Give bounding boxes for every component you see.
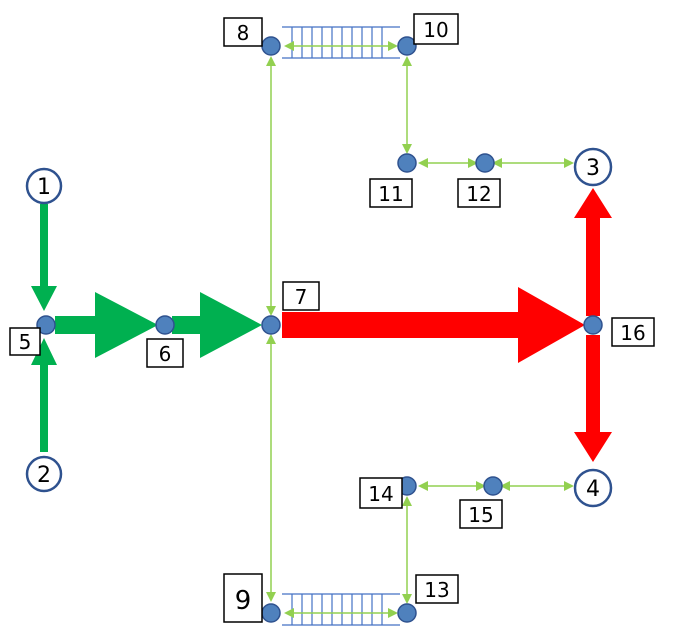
terminal-label: 2	[37, 463, 51, 488]
svg-text:10: 10	[423, 18, 448, 42]
svg-text:12: 12	[466, 182, 491, 206]
green-flows	[31, 204, 262, 452]
node-12-dot	[475, 153, 495, 173]
node-8-label: 8	[223, 17, 263, 47]
node-15-dot	[483, 476, 503, 496]
node-9-dot	[261, 603, 281, 623]
arrowhead	[266, 56, 276, 66]
arrowhead	[402, 496, 412, 506]
terminal-circle	[573, 147, 613, 187]
svg-text:15: 15	[468, 503, 493, 527]
svg-text:7: 7	[295, 285, 308, 309]
flow-16-3-arrow	[574, 188, 612, 316]
node-13-label: 13	[415, 574, 459, 604]
terminal-2: 2	[25, 455, 63, 493]
svg-text:6: 6	[159, 342, 172, 366]
node-6-dot	[155, 315, 175, 335]
svg-text:14: 14	[368, 482, 393, 506]
terminal-1: 1	[25, 167, 63, 205]
pipe-9-13	[282, 593, 400, 626]
node-8-dot	[261, 36, 281, 56]
node-11-label: 11	[369, 178, 413, 208]
node-6-label: 6	[146, 338, 184, 368]
arrowhead	[266, 334, 276, 344]
terminal-circle	[25, 167, 63, 205]
node-11-dot	[397, 153, 417, 173]
svg-text:8: 8	[237, 21, 250, 45]
node-16-label: 16	[611, 317, 655, 347]
terminal-label: 4	[586, 477, 600, 502]
flow-6-7-arrow	[172, 292, 262, 358]
terminal-4: 4	[573, 468, 613, 508]
node-13-dot	[397, 603, 417, 623]
node-10-label: 10	[413, 13, 459, 45]
pipe-ribs	[291, 27, 383, 58]
pipe-link-9-13	[284, 608, 398, 618]
node-5-dot	[36, 315, 56, 335]
terminal-circle	[25, 455, 63, 493]
arrowhead	[564, 481, 574, 491]
arrowhead	[468, 158, 478, 168]
arrowhead	[476, 481, 486, 491]
arrowhead	[284, 41, 294, 51]
flow-2-5-arrow	[31, 338, 57, 452]
node-9-label: 9	[223, 573, 263, 623]
arrowhead	[266, 592, 276, 602]
flow-7-16-arrow	[282, 287, 585, 363]
arrowhead	[402, 144, 412, 154]
node-14-label: 14	[359, 477, 403, 509]
arrowhead	[418, 481, 428, 491]
pipe-8-10	[282, 26, 400, 59]
arrowhead	[388, 608, 398, 618]
terminal-circle	[573, 468, 613, 508]
svg-text:11: 11	[378, 182, 403, 206]
flow-16-4-arrow	[574, 335, 612, 462]
arrowhead	[492, 158, 502, 168]
pipe-link-8-10	[284, 41, 398, 51]
node-15-label: 15	[459, 499, 503, 529]
node-7-label: 7	[282, 281, 320, 311]
terminal-label: 1	[37, 175, 51, 200]
node-5-label: 5	[9, 327, 41, 356]
svg-text:9: 9	[235, 586, 252, 616]
arrowhead	[418, 158, 428, 168]
svg-text:16: 16	[620, 321, 645, 345]
arrowhead	[564, 158, 574, 168]
node-16-dot	[583, 315, 603, 335]
arrowhead	[266, 306, 276, 316]
node-10-dot	[397, 36, 417, 56]
svg-text:13: 13	[424, 578, 449, 602]
svg-text:5: 5	[19, 330, 32, 354]
arrowhead	[500, 481, 510, 491]
junction-nodes	[36, 36, 603, 623]
pipe-ribs	[291, 594, 383, 625]
thin-links	[266, 56, 574, 604]
flow-5-6-arrow	[55, 292, 158, 358]
arrowhead	[284, 608, 294, 618]
arrowhead	[402, 594, 412, 604]
node-12-label: 12	[457, 178, 501, 208]
terminal-label: 3	[586, 156, 600, 181]
flow-1-5-arrow	[31, 204, 57, 311]
red-flows	[282, 188, 612, 462]
arrowhead	[388, 41, 398, 51]
arrowhead	[402, 56, 412, 66]
terminal-3: 3	[573, 147, 613, 187]
node-7-dot	[261, 315, 281, 335]
